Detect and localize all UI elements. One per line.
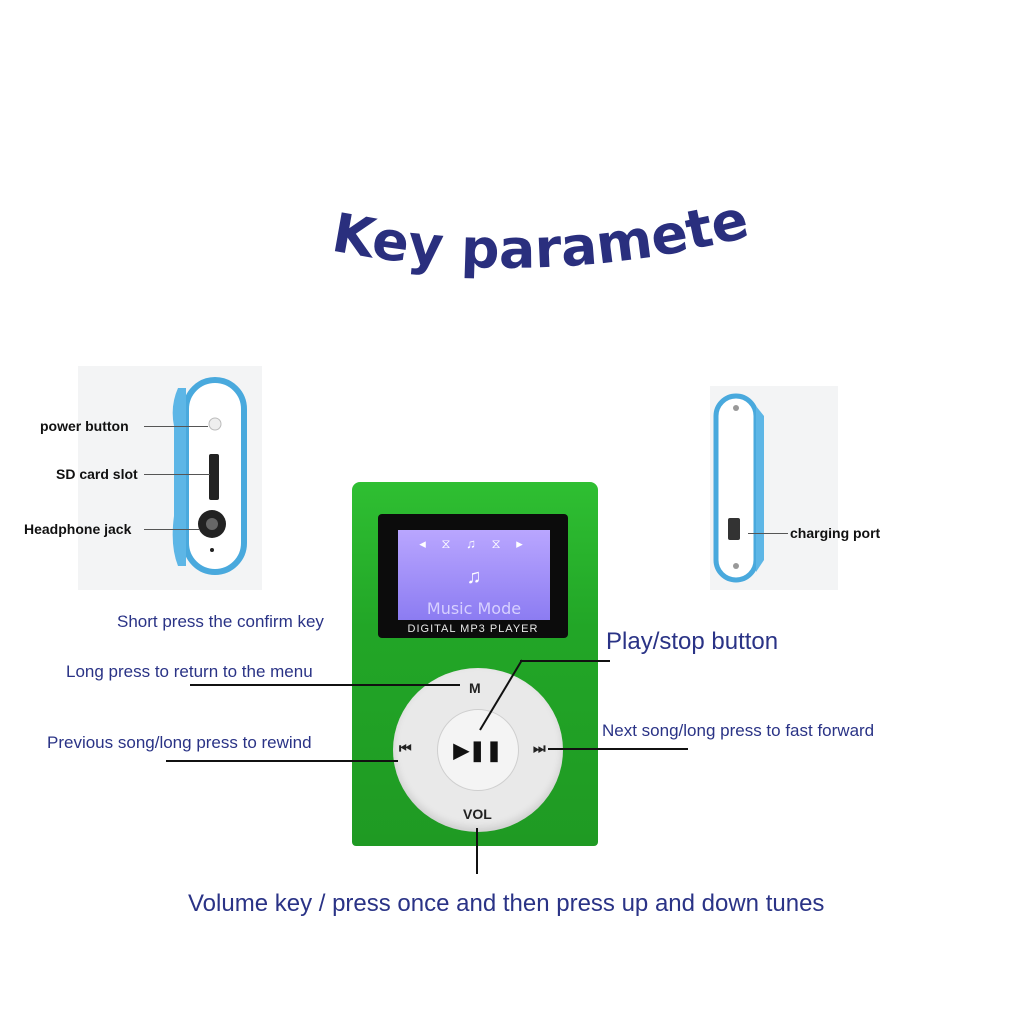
title-text: Key parameters	[0, 180, 754, 281]
power-button-leader	[144, 426, 208, 427]
right-side-device-icon	[713, 393, 764, 583]
bezel-label: DIGITAL MP3 PLAYER	[407, 623, 539, 635]
previous-callout-line	[166, 760, 398, 762]
screen-bezel: ◂ ⧖ ♫ ⧖ ▸ ♫ Music Mode DIGITAL MP3 PLAYE…	[378, 514, 568, 638]
sd-card-slot-label: SD card slot	[56, 466, 138, 482]
charging-port-leader	[748, 533, 788, 534]
headphone-jack-label: Headphone jack	[24, 521, 132, 537]
play-stop-pointer	[479, 659, 523, 731]
menu-callout: Long press to return to the menu	[66, 662, 313, 681]
screen-mode-text: Music Mode	[426, 599, 522, 618]
sd-card-slot-leader	[144, 474, 210, 475]
power-button-label: power button	[40, 418, 129, 434]
menu-callout-line	[190, 684, 460, 686]
headphone-jack-leader	[144, 529, 200, 530]
mp3-player-body: ◂ ⧖ ♫ ⧖ ▸ ♫ Music Mode DIGITAL MP3 PLAYE…	[352, 482, 598, 846]
previous-key[interactable]: ⏮	[399, 740, 412, 756]
music-note-icon: ♫	[466, 566, 482, 588]
volume-callout: Volume key / press once and then press u…	[188, 890, 825, 917]
lcd-screen: ◂ ⧖ ♫ ⧖ ▸ ♫ Music Mode	[398, 530, 550, 620]
control-wheel[interactable]: M ⏮ ⏭ VOL ▶❚❚	[393, 668, 563, 832]
screen-icons: ◂ ⧖ ♫ ⧖ ▸	[419, 536, 529, 551]
play-stop-callout: Play/stop button	[606, 628, 779, 655]
next-key[interactable]: ⏭	[533, 740, 546, 756]
next-callout-line	[548, 748, 688, 750]
confirm-key-callout: Short press the confirm key	[117, 612, 324, 631]
right-side-photo	[710, 386, 838, 590]
left-side-photo	[78, 366, 262, 590]
left-side-device-icon	[172, 377, 247, 575]
charging-port-label: charging port	[790, 525, 881, 541]
previous-callout: Previous song/long press to rewind	[47, 733, 312, 752]
menu-key[interactable]: M	[469, 680, 481, 696]
volume-key[interactable]: VOL	[463, 806, 492, 822]
title: Key parameters	[0, 180, 754, 281]
play-pause-button[interactable]: ▶❚❚	[437, 709, 519, 791]
play-stop-callout-line	[520, 660, 610, 662]
next-callout: Next song/long press to fast forward	[602, 721, 875, 740]
volume-callout-line	[476, 828, 478, 874]
